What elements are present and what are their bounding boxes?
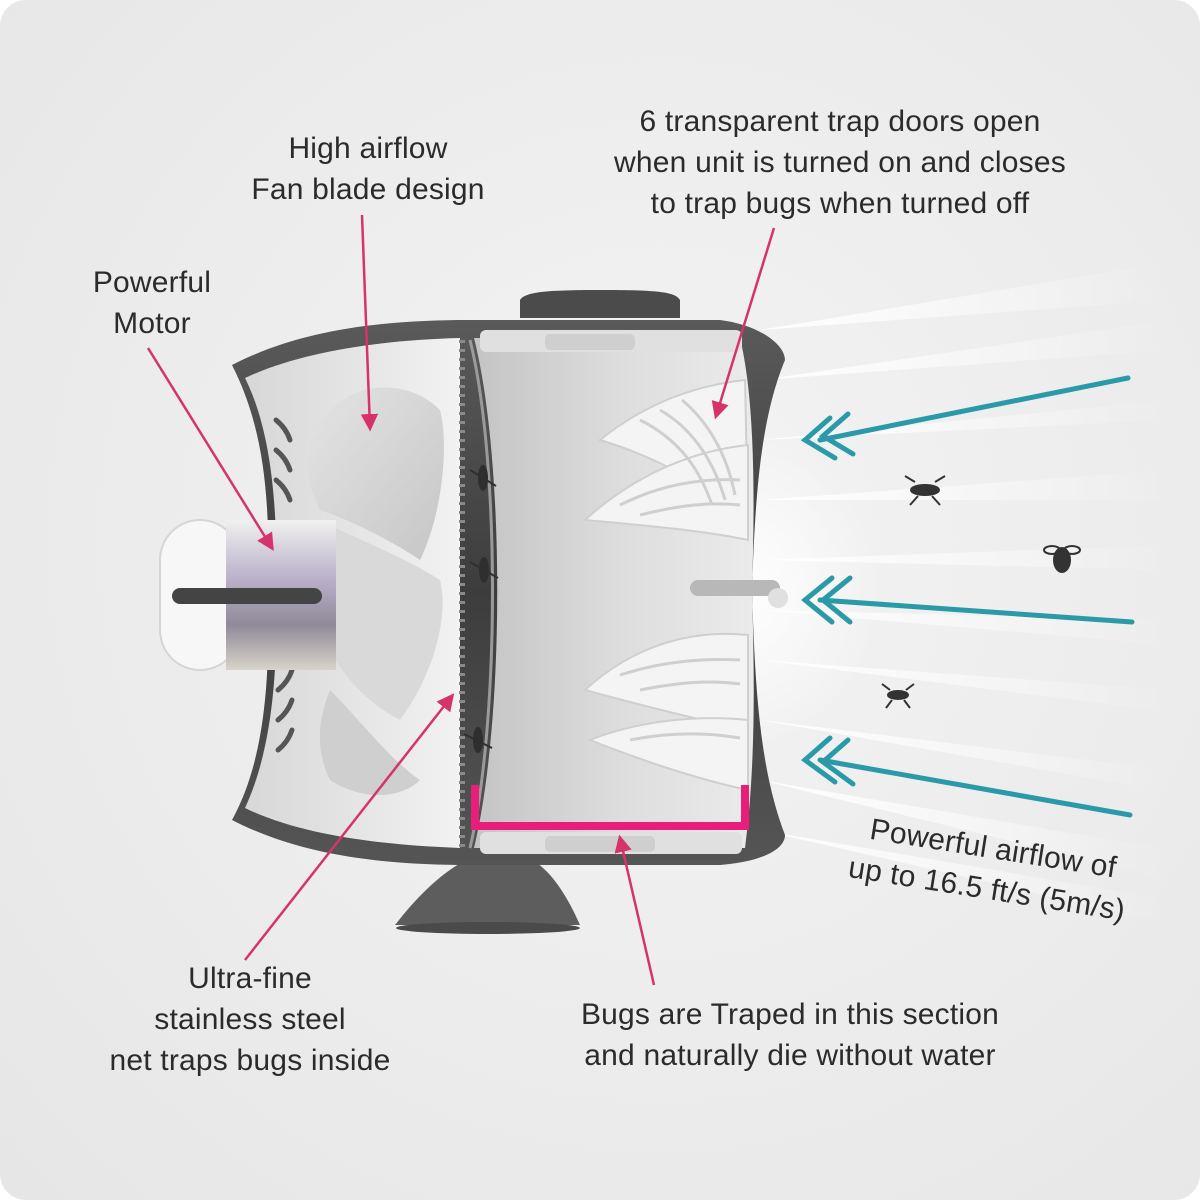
trapped-bugs (463, 465, 499, 753)
intake-vents (273, 417, 295, 753)
label-line: net traps bugs inside (109, 1044, 391, 1077)
label-line: Motor (113, 307, 191, 340)
label-trap-section: Bugs are Traped in this section and natu… (520, 994, 1060, 1076)
label-steel-net: Ultra-fine stainless steel net traps bug… (70, 958, 430, 1081)
label-line: to trap bugs when turned off (650, 187, 1030, 220)
label-line: Powerful (92, 266, 212, 299)
label-line: High airflow (288, 132, 448, 165)
mosquito-icon (904, 475, 946, 506)
trap-section-bracket (471, 785, 749, 830)
label-line: stainless steel (154, 1003, 346, 1036)
center-rod (690, 580, 780, 596)
top-handle (520, 290, 680, 318)
stand-base (395, 855, 580, 925)
mosquito-icon (881, 683, 915, 709)
label-line: 6 transparent trap doors open (639, 105, 1041, 138)
label-powerful-motor: Powerful Motor (62, 262, 242, 344)
label-line: Fan blade design (251, 173, 485, 206)
motor (159, 519, 336, 671)
trap-doors-upper (582, 378, 750, 542)
airflow-arrows (800, 375, 1135, 818)
label-fan-blade: High airflow Fan blade design (218, 128, 518, 210)
label-line: Ultra-fine (188, 962, 312, 995)
trap-doors-lower (582, 632, 749, 792)
fly-icon (1043, 545, 1081, 573)
label-trap-doors: 6 transparent trap doors open when unit … (560, 101, 1120, 224)
pointer-lines (146, 214, 776, 986)
label-line: when unit is turned on and closes (614, 146, 1066, 179)
label-line: Bugs are Traped in this section (580, 998, 1000, 1031)
label-line: and naturally die without water (584, 1039, 996, 1072)
